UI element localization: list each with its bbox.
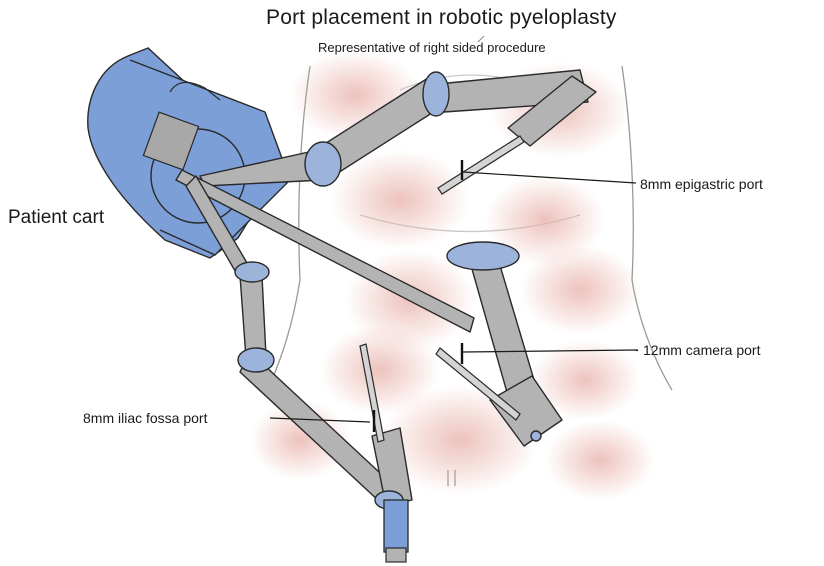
diagram-subtitle: Representative of right sided procedure	[318, 40, 546, 55]
patient-cart	[88, 48, 290, 258]
ring-arm3-joint-1	[235, 262, 269, 282]
epigastric-port-label: 8mm epigastric port	[640, 176, 763, 192]
patient-cart-label: Patient cart	[8, 207, 104, 229]
iliac-instrument	[384, 500, 408, 562]
arm-3-segment-2	[240, 276, 266, 358]
iliac-fossa-port-label: 8mm iliac fossa port	[83, 410, 207, 426]
ring-camera-lens	[531, 431, 541, 441]
ring-shoulder	[305, 142, 341, 186]
diagram-title: Port placement in robotic pyeloplasty	[266, 6, 617, 30]
camera-port-label: 12mm camera port	[643, 342, 760, 358]
ring-arm3-joint-2	[238, 348, 274, 372]
ring-camera-top	[447, 242, 519, 270]
ring-elbow-top	[423, 72, 449, 116]
